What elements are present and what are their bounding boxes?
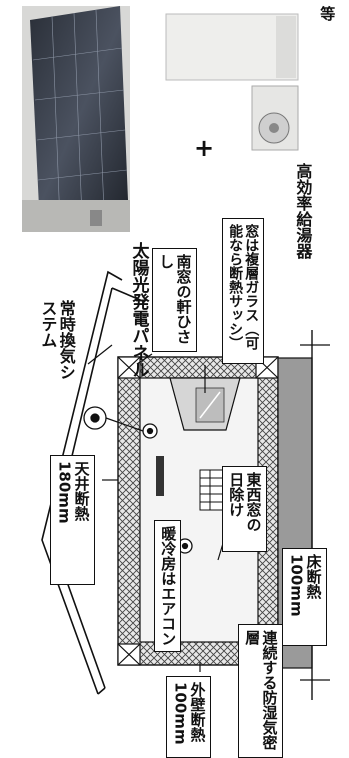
ventilation-label: 常時換気システム	[38, 300, 76, 380]
solar-panel-label: 太陽光発電パネル	[128, 242, 149, 378]
aircon-unit	[156, 456, 164, 496]
aircon-label: 暖冷房はエアコン	[154, 520, 182, 652]
etc-label: 等	[318, 6, 337, 21]
vapor-barrier-label: 連続する防湿気密層	[238, 624, 283, 758]
floor-insulation-label: 床断熱100mm	[282, 548, 327, 646]
plus-sign: +	[194, 134, 214, 162]
ceiling-insulation-label: 天井断熱180mm	[50, 455, 95, 585]
ventilation-fans	[83, 406, 193, 554]
water-heater-image	[165, 13, 299, 151]
eave-label: 南窓の軒ひさし	[152, 248, 197, 352]
sun-shade-label: 東西窓の日除け	[222, 466, 267, 552]
solar-panel-image	[22, 6, 130, 232]
window-label: 窓は複層ガラス（可能なら断熱サッシ）	[222, 218, 265, 364]
south-window	[169, 377, 241, 431]
wall-insulation-label: 外壁断熱100mm	[166, 676, 211, 758]
water-heater-label: 高効率給湯器	[293, 163, 313, 259]
